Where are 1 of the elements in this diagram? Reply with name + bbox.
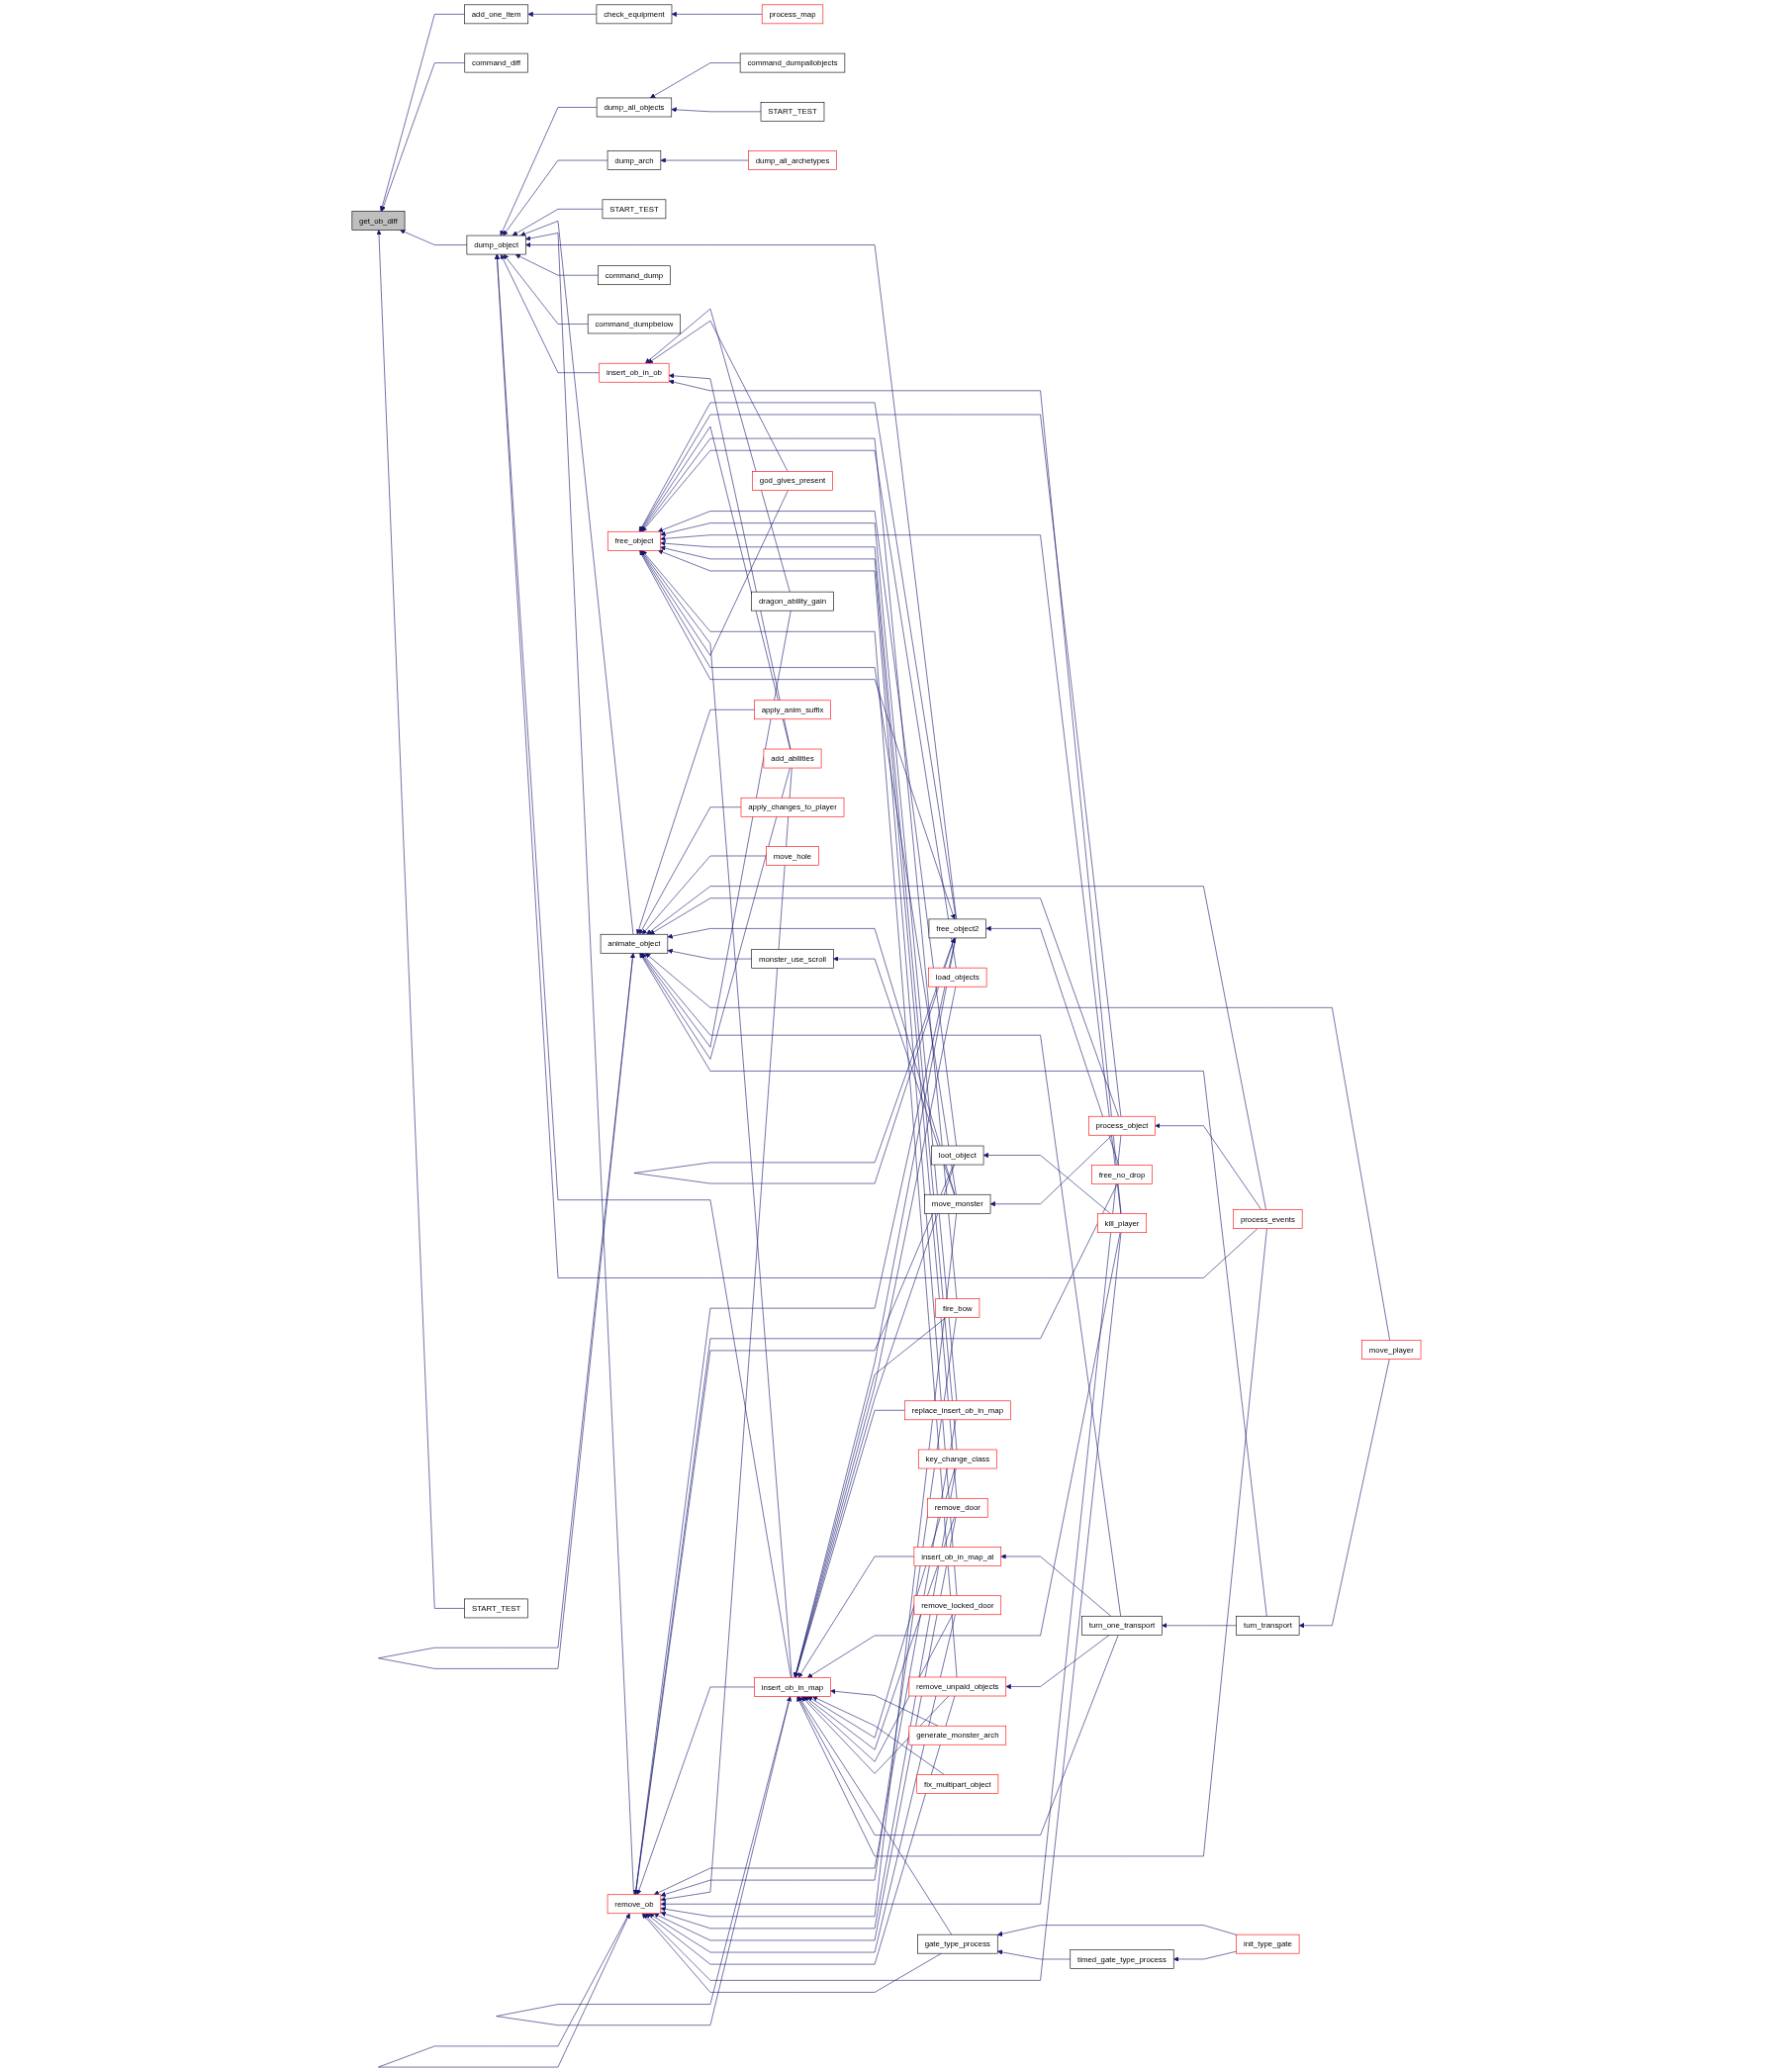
arrow	[378, 1913, 630, 2068]
